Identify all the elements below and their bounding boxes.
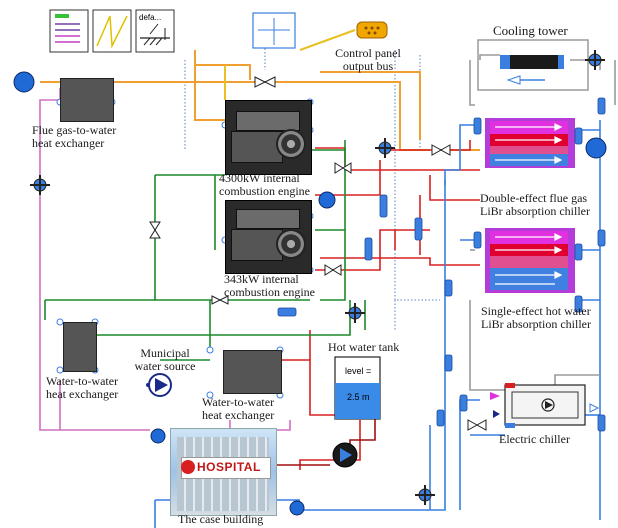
label-engine-4300-line2: combustion engine xyxy=(219,184,310,198)
label-ww-hx-left-line1: Water-to-water xyxy=(46,374,119,388)
water-to-water-hx-left xyxy=(63,322,97,372)
engine-343kw xyxy=(225,200,312,274)
chilled-water-lines xyxy=(154,120,601,528)
label-double-chiller: Double-effect flue gas LiBr absorption c… xyxy=(480,192,590,218)
label-double-chiller-line2: LiBr absorption chiller xyxy=(480,204,590,218)
label-hot-water-tank: Hot water tank xyxy=(328,340,400,354)
control-signal-lines xyxy=(184,45,440,330)
flue-gas-heat-exchanger xyxy=(60,78,114,122)
label-control-panel-line2: output bus xyxy=(342,59,394,73)
label-ww-hx-mid-line1: Water-to-water xyxy=(202,395,275,409)
cooling-tower xyxy=(477,39,589,91)
electric-chiller xyxy=(490,383,600,428)
label-engine-343: 343kW internal combustion engine xyxy=(224,273,315,299)
label-engine-4300-line1: 4300kW internal xyxy=(219,171,300,185)
double-effect-chiller xyxy=(485,118,575,168)
label-case-building: The case building xyxy=(178,512,264,526)
pumps xyxy=(30,50,605,505)
hot-water-lines xyxy=(280,140,480,470)
label-ww-hx-mid: Water-to-water heat exchanger xyxy=(202,396,274,422)
label-double-chiller-line1: Double-effect flue gas xyxy=(480,191,588,205)
hot-water-tank xyxy=(334,356,381,420)
label-single-chiller-line1: Single-effect hot water xyxy=(481,304,591,318)
water-to-water-hx-mid xyxy=(223,350,282,394)
label-flue-hx-line1: Flue gas-to-water xyxy=(32,123,117,137)
label-ww-hx-left: Water-to-water heat exchanger xyxy=(46,375,118,401)
engine-4300kw xyxy=(225,100,312,175)
label-municipal-line2: water source xyxy=(134,359,196,373)
cooling-tower-lines xyxy=(469,54,616,391)
label-flue-hx: Flue gas-to-water heat exchanger xyxy=(32,124,116,150)
single-effect-chiller xyxy=(485,228,575,293)
label-single-chiller-line2: LiBr absorption chiller xyxy=(481,317,591,331)
label-flue-hx-line2: heat exchanger xyxy=(32,136,105,150)
label-single-chiller: Single-effect hot water LiBr absorption … xyxy=(481,305,591,331)
label-engine-343-line1: 343kW internal xyxy=(224,272,299,286)
valves xyxy=(149,76,487,431)
hospital-sign: HOSPITAL xyxy=(197,460,261,474)
municipal-pump xyxy=(146,373,172,397)
label-municipal: Municipal water source xyxy=(125,347,205,373)
label-ww-hx-left-line2: heat exchanger xyxy=(46,387,119,401)
building-loop-lines xyxy=(39,88,291,432)
building-pump xyxy=(332,442,358,468)
label-engine-343-line2: combustion engine xyxy=(224,285,315,299)
label-municipal-line1: Municipal xyxy=(140,346,190,360)
tank-level-value: 2.5 m xyxy=(347,392,370,402)
label-control-panel-line1: Control panel xyxy=(335,46,401,60)
hospital-building: HOSPITAL xyxy=(170,428,277,516)
label-control-panel: Control panel output bus xyxy=(318,47,418,73)
splitters xyxy=(277,97,606,432)
control-bus-lines xyxy=(224,29,356,100)
legend-icons xyxy=(49,9,175,53)
label-cooling-tower: Cooling tower xyxy=(493,23,568,38)
label-electric-chiller: Electric chiller xyxy=(499,432,570,446)
label-ww-hx-mid-line2: heat exchanger xyxy=(202,408,275,422)
legend-default-text: defa... xyxy=(139,13,162,22)
boundary-sources xyxy=(13,71,607,516)
label-engine-4300: 4300kW internal combustion engine xyxy=(219,172,310,198)
jacket-water-lines xyxy=(44,140,366,361)
tank-level-label: level = xyxy=(345,366,372,376)
control-panel xyxy=(252,12,388,49)
